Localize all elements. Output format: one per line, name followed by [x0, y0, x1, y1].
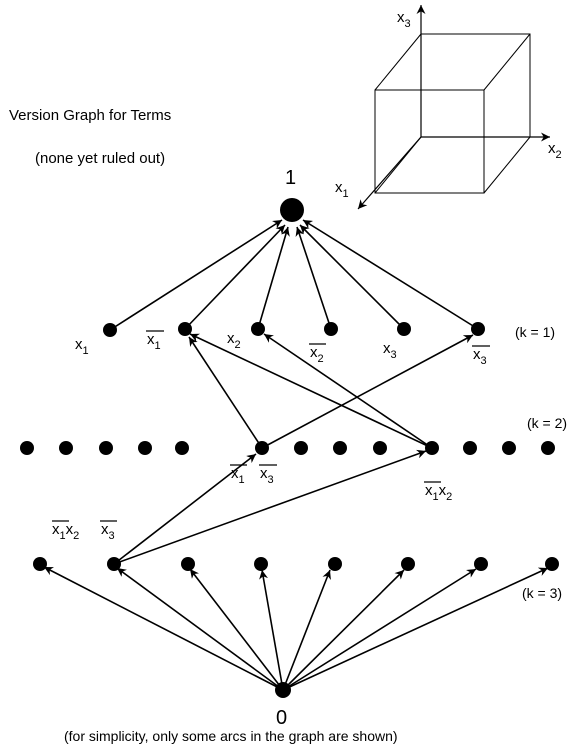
- level3-node: [474, 557, 488, 571]
- level2-node: [333, 441, 347, 455]
- svg-text:x2: x2: [310, 344, 324, 365]
- edge: [302, 219, 479, 330]
- edge: [189, 333, 433, 449]
- edge: [263, 333, 433, 449]
- level-label-k2: (k = 2): [527, 415, 567, 431]
- cube-edge: [374, 33, 422, 91]
- svg-text:x3: x3: [473, 346, 487, 367]
- level2-node: [502, 441, 516, 455]
- edge: [184, 224, 286, 330]
- cube-edge: [483, 136, 531, 194]
- edge: [282, 567, 549, 691]
- edge: [282, 569, 405, 691]
- cube-back-face: [420, 33, 531, 138]
- level3-node: [545, 557, 559, 571]
- edge: [299, 224, 405, 330]
- term-label-x3: x3: [383, 340, 397, 361]
- edge: [113, 453, 257, 565]
- level2-node: [294, 441, 308, 455]
- cube-front-face: [374, 89, 485, 194]
- diagram-title: Version Graph for Terms: [9, 107, 171, 124]
- level1-node: [397, 322, 411, 336]
- edge: [282, 568, 477, 691]
- level1-node: [324, 322, 338, 336]
- edge: [116, 567, 284, 691]
- top-node: [280, 198, 304, 222]
- term-label-x1: x1: [75, 336, 89, 357]
- diagram-subtitle: (none yet ruled out): [35, 150, 165, 167]
- edge: [282, 569, 331, 691]
- edge: [109, 219, 283, 331]
- svg-text:x1x2: x1x2: [425, 482, 452, 503]
- level-label-k1: (k = 1): [515, 324, 555, 340]
- term-label-not-x3: x3: [472, 345, 490, 367]
- footnote: (for simplicity, only some arcs in the g…: [64, 728, 398, 744]
- level2-node: [99, 441, 113, 455]
- level3-node: [401, 557, 415, 571]
- axis-label-x3: x3: [397, 9, 411, 30]
- graph-edges: [43, 219, 549, 691]
- level3-node: [254, 557, 268, 571]
- svg-text:x1: x1: [147, 331, 161, 352]
- svg-text:x1x2: x1x2: [52, 521, 79, 542]
- level2-node: [373, 441, 387, 455]
- edge: [188, 336, 263, 449]
- level2-node: [59, 441, 73, 455]
- term-label-not-x1-not-x3: x1 x3: [230, 464, 277, 486]
- edge: [257, 226, 290, 330]
- level2-node: [175, 441, 189, 455]
- term-label-not-x1-x2: x1x2: [424, 481, 452, 503]
- level2-node: [541, 441, 555, 455]
- level3-node: [181, 557, 195, 571]
- level2-node: [425, 441, 439, 455]
- level3-node: [33, 557, 47, 571]
- term-label-not-x2: x2: [309, 343, 326, 365]
- axis-label-x2: x2: [548, 140, 562, 161]
- top-node-label: 1: [285, 167, 296, 189]
- level2-node: [138, 441, 152, 455]
- level-label-k3: (k = 3): [522, 585, 562, 601]
- cube-axis-x1: [357, 136, 422, 210]
- level2-node: [463, 441, 477, 455]
- level1-node: [471, 322, 485, 336]
- level3-node: [328, 557, 342, 571]
- level3-node: [107, 557, 121, 571]
- term-label-not-x1-x2-not-x3: x1x2 x3: [52, 520, 117, 542]
- level1-node: [178, 322, 192, 336]
- level1-node: [103, 323, 117, 337]
- term-label-x2: x2: [227, 330, 241, 351]
- edge: [259, 569, 284, 691]
- edge: [113, 449, 427, 565]
- axis-label-x1: x1: [335, 179, 349, 200]
- edge: [295, 226, 332, 330]
- svg-text:x3: x3: [101, 521, 115, 542]
- svg-text:x3: x3: [260, 465, 274, 486]
- level1-node: [251, 322, 265, 336]
- edge: [43, 566, 284, 691]
- level2-node: [20, 441, 34, 455]
- cube-figure: x3 x2 x1: [335, 5, 562, 210]
- cube-edge: [483, 33, 531, 91]
- graph-nodes: [20, 198, 559, 698]
- term-label-not-x1: x1: [146, 330, 164, 352]
- bottom-node: [275, 682, 291, 698]
- edge: [189, 568, 284, 691]
- bottom-node-label: 0: [276, 707, 287, 729]
- edge: [261, 334, 474, 449]
- svg-text:x1: x1: [231, 465, 245, 486]
- level2-node: [255, 441, 269, 455]
